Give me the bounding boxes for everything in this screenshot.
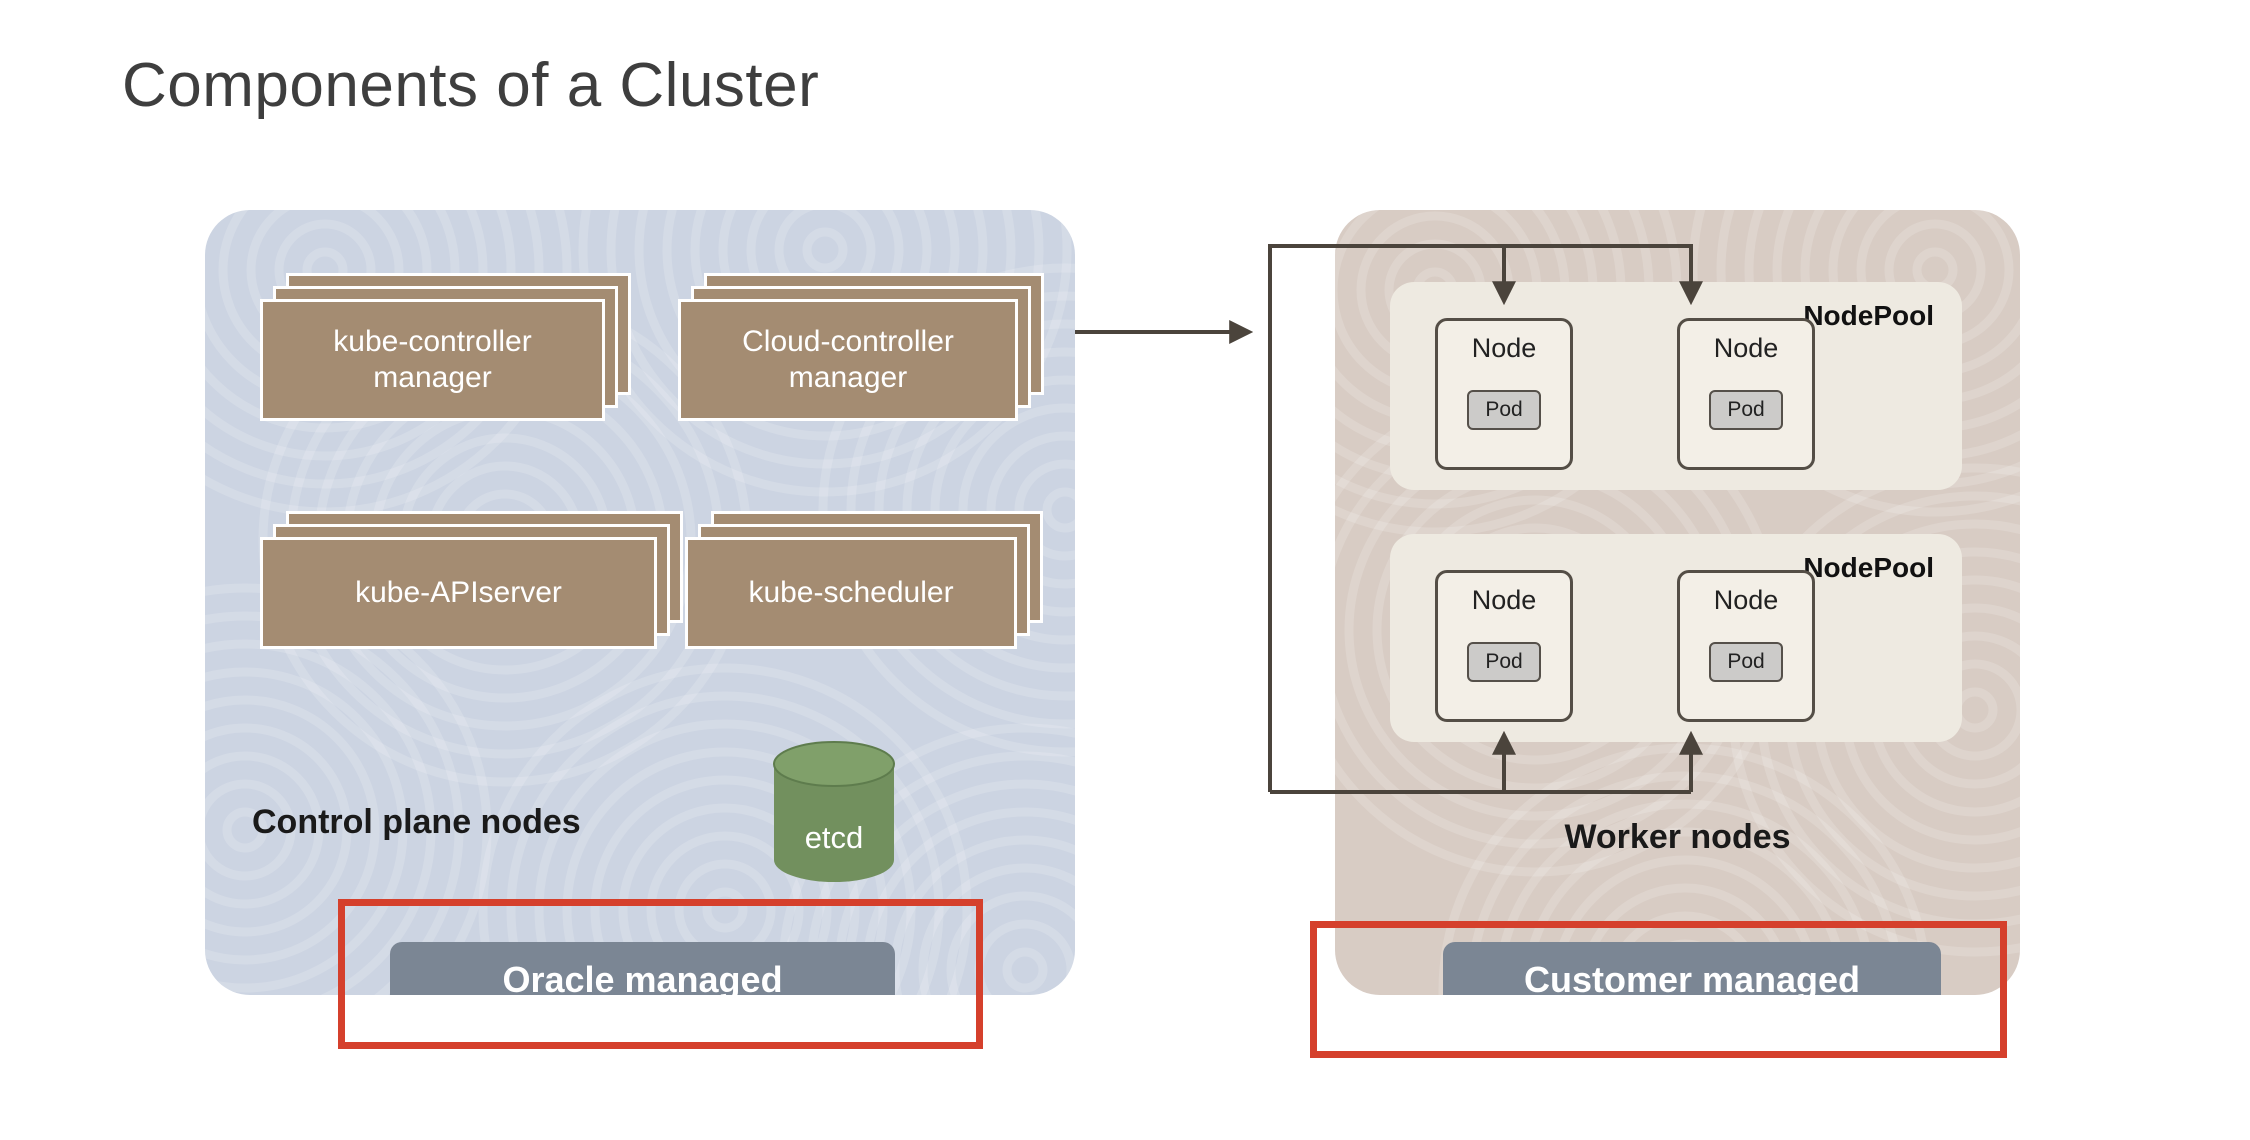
card-cloud-controller-manager: Cloud-controller manager: [678, 273, 1044, 421]
nodepool-label: NodePool: [1803, 552, 1934, 583]
pod-chip: Pod: [1709, 642, 1783, 682]
etcd-label: etcd: [805, 820, 864, 855]
control-plane-panel: kube-controller manager Cloud-controller…: [205, 210, 1075, 995]
control-plane-caption: Control plane nodes: [252, 803, 581, 841]
customer-managed-highlight-box: [1310, 921, 2007, 1058]
node-box: Node Pod: [1435, 318, 1573, 470]
node-label: Node: [1713, 333, 1779, 363]
etcd-cylinder-icon: etcd: [770, 738, 898, 890]
node-box: Node Pod: [1435, 570, 1573, 722]
customer-managed-badge: Customer managed: [1443, 942, 1941, 995]
card-front-sheet: kube-APIserver: [260, 537, 657, 649]
oracle-managed-highlight-box: [338, 899, 983, 1049]
nodepool-1: NodePool Node Pod Node Pod: [1390, 282, 1962, 490]
card-front-sheet: kube-scheduler: [685, 537, 1017, 649]
worker-nodes-caption: Worker nodes: [1564, 818, 1791, 856]
card-label: kube-APIserver: [355, 576, 562, 609]
worker-nodes-panel: NodePool Node Pod Node Pod NodePool Node…: [1335, 210, 2020, 995]
page-title: Components of a Cluster: [122, 51, 820, 120]
pod-chip: Pod: [1709, 390, 1783, 430]
card-label: kube-controller manager: [333, 325, 532, 394]
card-front-sheet: Cloud-controller manager: [678, 299, 1018, 421]
card-label: Cloud-controller manager: [742, 325, 954, 394]
node-label: Node: [1471, 585, 1537, 615]
node-box: Node Pod: [1677, 570, 1815, 722]
node-box: Node Pod: [1677, 318, 1815, 470]
card-front-sheet: kube-controller manager: [260, 299, 605, 421]
node-label: Node: [1471, 333, 1537, 363]
card-label: kube-scheduler: [748, 576, 954, 609]
nodepool-2: NodePool Node Pod Node Pod: [1390, 534, 1962, 742]
nodepool-label: NodePool: [1803, 300, 1934, 331]
node-label: Node: [1713, 585, 1779, 615]
pod-chip: Pod: [1467, 642, 1541, 682]
card-kube-controller-manager: kube-controller manager: [260, 273, 631, 421]
oracle-managed-badge: Oracle managed: [390, 942, 895, 995]
pod-chip: Pod: [1467, 390, 1541, 430]
card-kube-apiserver: kube-APIserver: [260, 511, 683, 649]
card-kube-scheduler: kube-scheduler: [685, 511, 1043, 649]
